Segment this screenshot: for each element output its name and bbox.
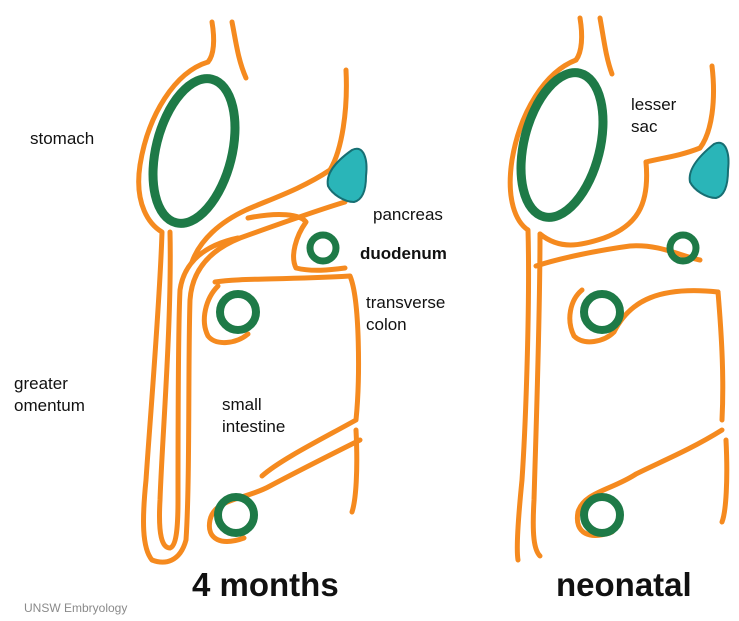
pancreas-label: pancreas [373, 204, 443, 226]
transverse-colon-line1: transverse [366, 292, 445, 314]
right-oesophagus-line-right [600, 18, 612, 74]
transverse-colon-label: transverse colon [366, 292, 445, 336]
right-small-intestine-loop [577, 430, 722, 535]
right-transverse-colon-ring [584, 294, 620, 330]
greater-omentum-line1: greater [14, 373, 85, 395]
right-small-intestine-ring [584, 497, 620, 533]
transverse-colon-line2: colon [366, 314, 445, 336]
lesser-sac-line1: lesser [631, 94, 676, 116]
left-pancreas-icon [328, 149, 367, 202]
right-stomach-ring [507, 64, 617, 226]
left-stomach-ring [139, 70, 249, 232]
left-small-intestine-loop [209, 440, 360, 541]
left-small-intestine-ring [218, 497, 254, 533]
lesser-sac-line2: sac [631, 116, 676, 138]
small-intestine-line1: small [222, 394, 285, 416]
left-oesophagus-line-right [232, 22, 246, 78]
greater-omentum-line2: omentum [14, 395, 85, 417]
left-duodenum-ring [310, 235, 336, 261]
source-credit: UNSW Embryology [24, 601, 127, 615]
panel-title-4-months: 4 months [192, 566, 339, 604]
lesser-sac-label: lesser sac [631, 94, 676, 138]
panel-4-months [139, 22, 367, 562]
right-body-wall-lower [533, 234, 540, 556]
panel-neonatal [507, 18, 728, 560]
panel-title-neonatal: neonatal [556, 566, 692, 604]
left-transverse-mesocolon [215, 276, 358, 476]
small-intestine-label: small intestine [222, 394, 285, 438]
right-stomach-wall [510, 60, 576, 560]
right-oesophagus-line-left [576, 18, 582, 60]
stomach-label: stomach [30, 128, 94, 150]
duodenum-label: duodenum [360, 243, 447, 265]
left-oesophagus-line-left [208, 22, 214, 62]
left-transverse-colon-ring [220, 294, 256, 330]
greater-omentum-label: greater omentum [14, 373, 85, 417]
right-mesentery-right [718, 292, 723, 420]
right-mesentery-lower [722, 440, 727, 522]
small-intestine-line2: intestine [222, 416, 285, 438]
